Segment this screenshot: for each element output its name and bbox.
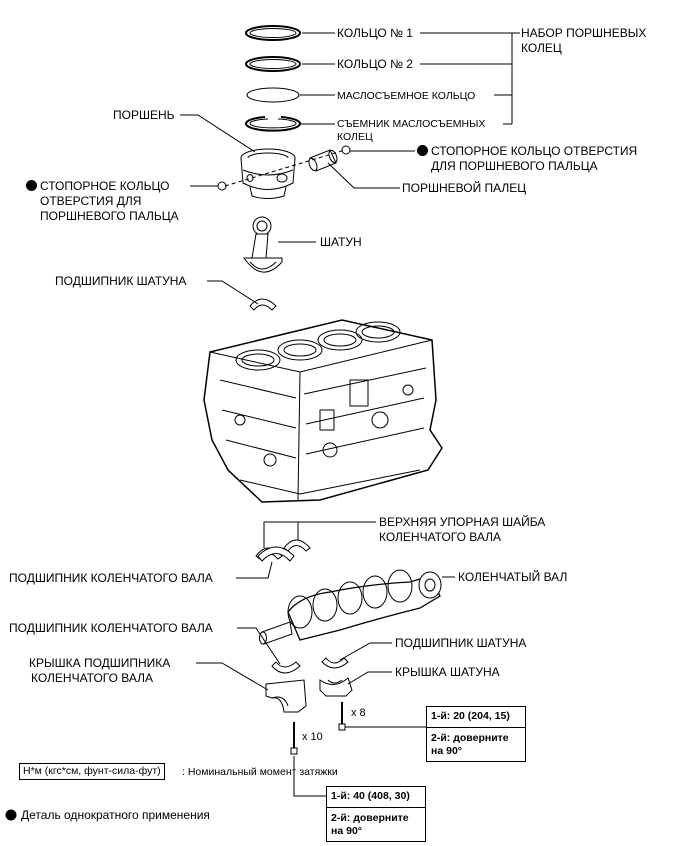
torque-conrod-step2b: на 90° [431,745,462,757]
label-crank-bearing-upper: ПОДШИПНИК КОЛЕНЧАТОГО ВАЛА [9,571,213,585]
piston-ring-1 [245,25,301,41]
label-expander-1: СЪЕМНИК МАСЛОСЪЕМНЫХ [337,118,486,130]
label-crank-bearing-lower: ПОДШИПНИК КОЛЕНЧАТОГО ВАЛА [9,621,213,635]
piston [240,148,296,199]
label-ring-set-1: НАБОР ПОРШНЕВЫХ [521,26,647,40]
main-bearing-cap [265,679,307,713]
single-use-dot-icon [5,809,17,821]
torque-box-main: 1-й: 40 (408, 30) 2-й: доверните на 90° [326,786,426,842]
label-snap-ring-right-2: ДЛЯ ПОРШНЕВОГО ПАЛЬЦА [431,159,598,173]
label-main-cap-2: КОЛЕНЧАТОГО ВАЛА [31,671,154,685]
single-use-mark-icon [417,145,428,156]
label-piston: ПОРШЕНЬ [113,108,175,122]
cylinder-block [203,319,443,503]
snap-ring-right [341,145,351,155]
legend-unit-desc: : Номинальный момент затяжки [182,766,338,778]
main-bearing-bolt [290,722,298,755]
torque-conrod-step1: 1-й: 20 (204, 15) [431,710,510,722]
crankshaft [259,569,442,645]
snap-ring-left [217,181,227,191]
label-conrod-cap: КРЫШКА ШАТУНА [395,665,500,679]
label-crankshaft: КОЛЕНЧАТЫЙ ВАЛ [458,570,568,584]
label-expander-2: КОЛЕЦ [337,131,373,143]
piston-ring-2 [245,56,301,72]
label-conrod-bearing-lower: ПОДШИПНИК ШАТУНА [395,636,527,650]
torque-main-step1: 1-й: 40 (408, 30) [331,790,410,802]
label-main-cap-1: КРЫШКА ПОДШИПНИКА [29,656,171,670]
crank-bearing-upper [257,546,295,562]
label-ring-set-2: КОЛЕЦ [521,41,562,55]
torque-main-step2b: на 90° [331,825,362,837]
label-oil-ring: МАСЛОСЪЕМНОЕ КОЛЬЦО [337,90,476,102]
conrod-bearing-lower [321,657,349,669]
label-ring-2: КОЛЬЦО № 2 [337,57,413,71]
conrod-cap [319,677,353,697]
label-snap-ring-left-1: СТОПОРНОЕ КОЛЬЦО [26,179,169,194]
label-piston-pin: ПОРШНЕВОЙ ПАЛЕЦ [402,181,527,195]
label-snap-ring-left-2: ОТВЕРСТИЯ ДЛЯ [40,194,142,208]
label-thrust-washer-1: ВЕРХНЯЯ УПОРНАЯ ШАЙБА [379,515,546,529]
label-qty-8: x 8 [351,707,366,719]
label-thrust-washer-2: КОЛЕНЧАТОГО ВАЛА [379,530,502,544]
legend-unit-box: Н*м (кгс*см, фунт-сила-фут) [19,763,165,780]
single-use-mark-icon [26,180,37,191]
label-snap-ring-right-1: СТОПОРНОЕ КОЛЬЦО ОТВЕРСТИЯ [417,144,637,159]
crank-bearing-lower [271,661,301,674]
oil-ring-expander [245,116,301,132]
torque-conrod-step2a: 2-й: доверните [431,732,509,744]
label-conrod-bearing-upper: ПОДШИПНИК ШАТУНА [55,274,187,288]
connecting-rod [243,216,283,273]
label-conrod: ШАТУН [320,235,362,249]
conrod-bearing-upper [249,298,277,311]
label-qty-10: x 10 [302,731,323,743]
label-ring-1: КОЛЬЦО № 1 [337,26,413,40]
oil-ring [246,87,300,103]
torque-box-conrod: 1-й: 20 (204, 15) 2-й: доверните на 90° [426,706,526,762]
torque-main-step2a: 2-й: доверните [331,812,409,824]
piston-pin [308,149,338,172]
conrod-bolt [338,702,346,731]
legend-single-use: Деталь однократного применения [21,808,210,822]
label-snap-ring-left-3: ПОРШНЕВОГО ПАЛЬЦА [40,209,179,223]
